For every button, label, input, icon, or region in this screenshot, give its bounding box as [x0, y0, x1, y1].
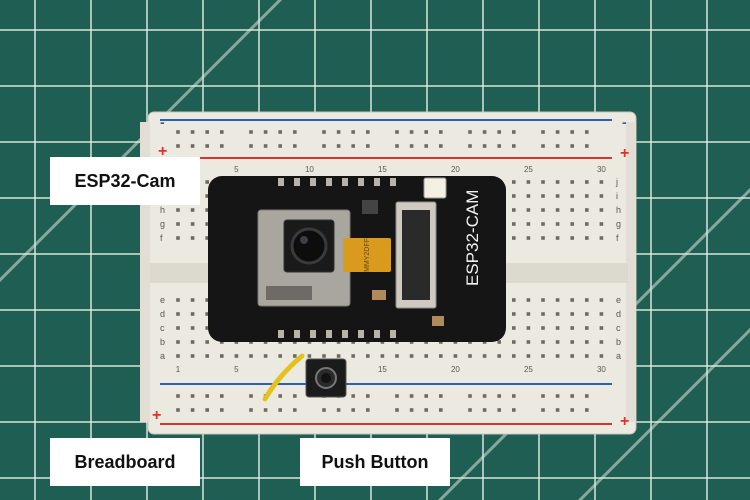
column-mark: 1: [176, 365, 181, 374]
row-letter: g: [616, 219, 621, 229]
row-letter: g: [160, 219, 165, 229]
row-letter: c: [160, 323, 165, 333]
row-letters: jjiihhggffeeddccbbaa: [159, 177, 621, 361]
camera-ribbon: [343, 238, 391, 272]
rail-plus-top-left: +: [158, 143, 167, 160]
label-push-button: Push Button: [300, 438, 450, 486]
row-letter: j: [615, 177, 618, 187]
row-letter: a: [616, 351, 621, 361]
rail-plus-top-right: +: [620, 145, 629, 162]
row-letter: h: [616, 205, 621, 215]
board-silkscreen: ESP32-CAM: [463, 190, 482, 286]
row-letter: h: [160, 205, 165, 215]
row-letter: e: [616, 295, 621, 305]
rail-plus-bottom-left: +: [152, 407, 161, 424]
row-letter: b: [616, 337, 621, 347]
yellow-jumper-wire: [262, 353, 305, 402]
column-mark: 5: [234, 365, 239, 374]
column-mark: 20: [451, 165, 460, 174]
rail-minus-top-right: -: [622, 114, 627, 130]
row-letter: e: [160, 295, 165, 305]
column-mark: 30: [597, 365, 606, 374]
row-letter: f: [616, 233, 619, 243]
camera-lens-icon: [290, 227, 328, 265]
header-pins: [278, 178, 396, 338]
row-letter: d: [616, 309, 621, 319]
column-mark: 10: [305, 165, 314, 174]
row-letter: b: [160, 337, 165, 347]
column-mark: 15: [378, 365, 387, 374]
row-letter: a: [160, 351, 165, 361]
column-mark: 15: [378, 165, 387, 174]
row-letter: f: [160, 233, 163, 243]
label-esp32-cam: ESP32-Cam: [50, 157, 200, 205]
column-mark: 25: [524, 365, 533, 374]
column-mark: 20: [451, 365, 460, 374]
row-letter: i: [616, 191, 618, 201]
row-letter: d: [160, 309, 165, 319]
rail-minus-top-left: -: [160, 114, 165, 130]
column-mark: 5: [234, 165, 239, 174]
rail-plus-bottom-right: +: [620, 413, 629, 430]
push-button: [305, 358, 347, 398]
ribbon-text: MMY2DFF: [364, 238, 371, 272]
flash-led: [423, 177, 447, 199]
row-letter: c: [616, 323, 621, 333]
esp32-cam-module: MMY2DFF ESP32-CAM: [208, 176, 506, 342]
column-mark: 25: [524, 165, 533, 174]
label-breadboard: Breadboard: [50, 438, 200, 486]
column-mark: 30: [597, 165, 606, 174]
